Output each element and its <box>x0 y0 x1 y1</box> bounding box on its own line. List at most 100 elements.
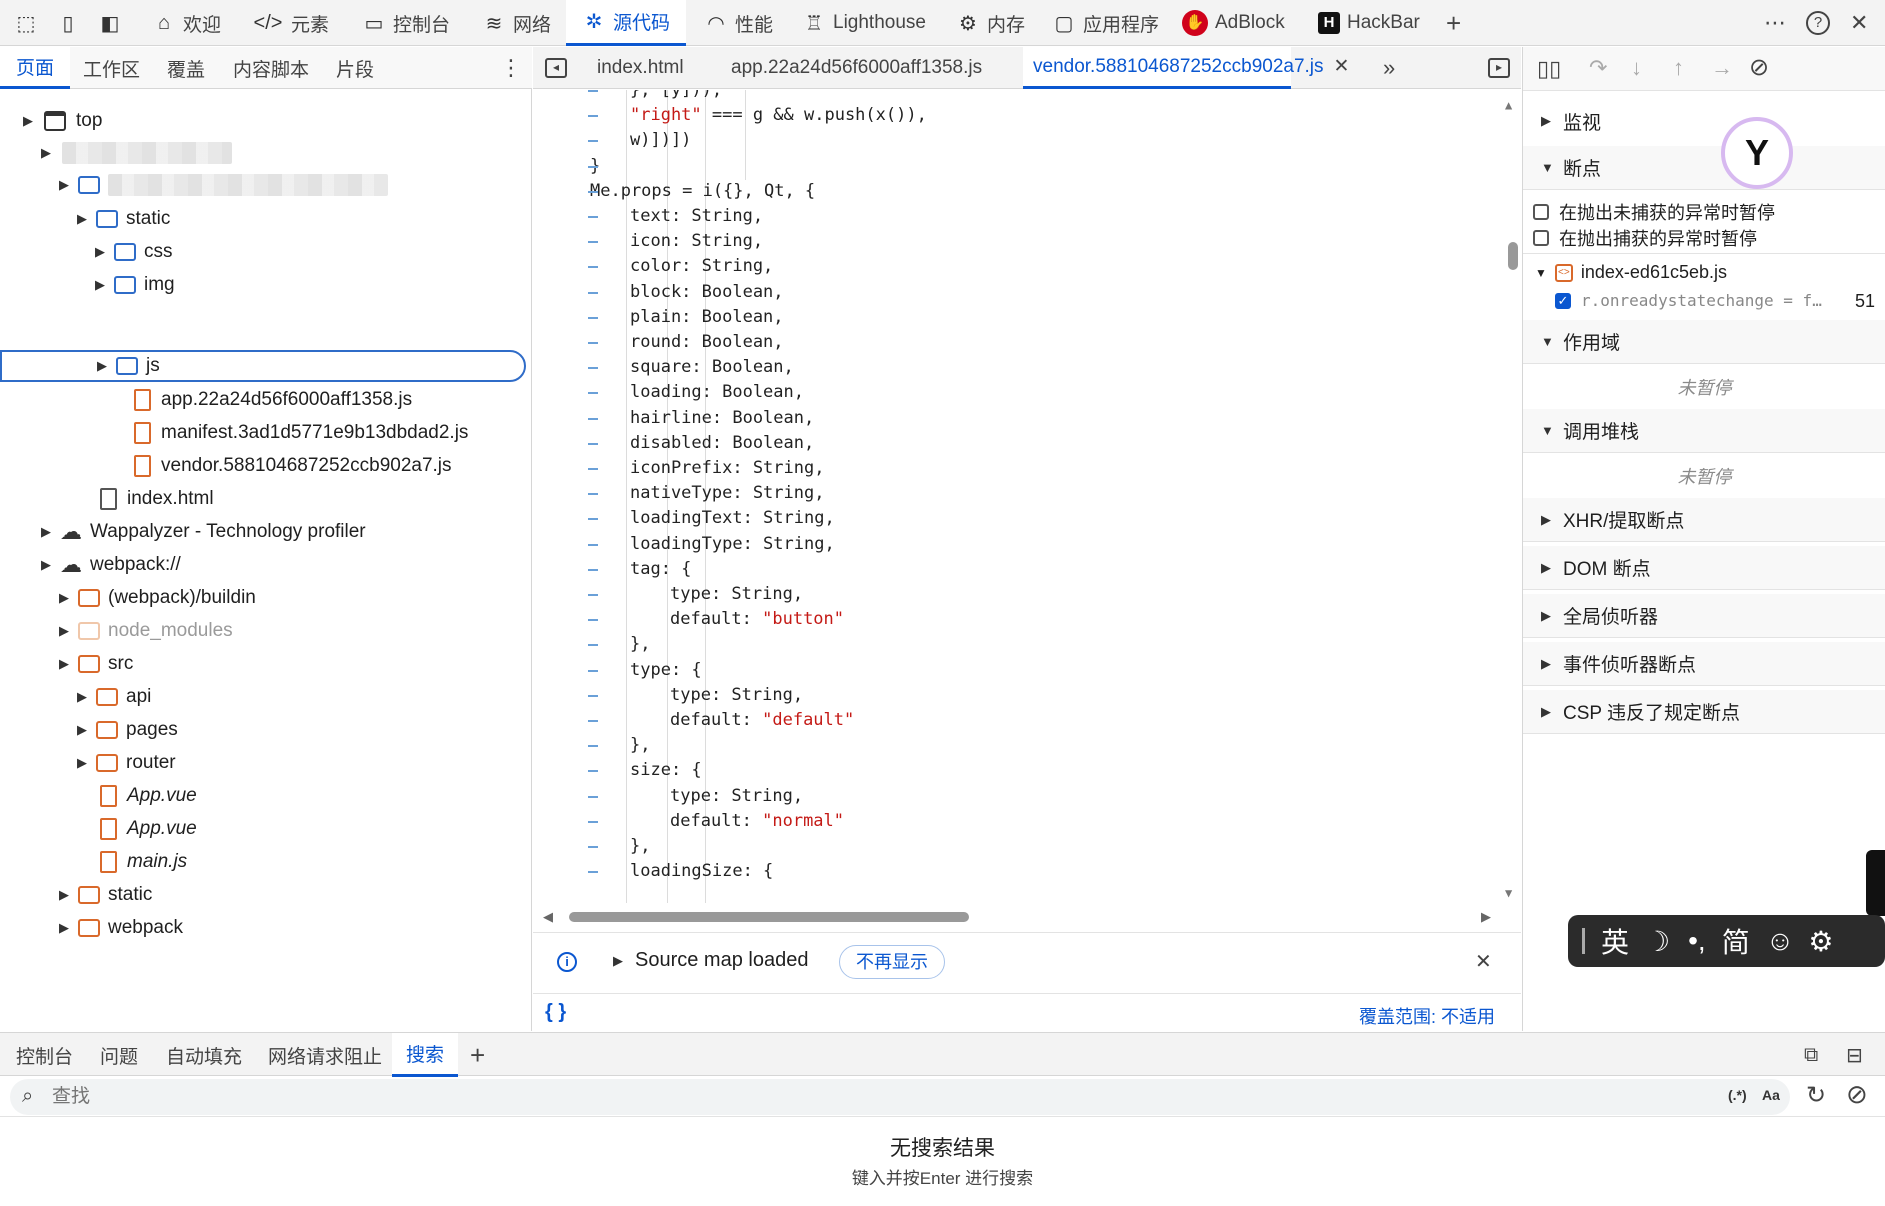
tab-search[interactable]: 搜索 <box>392 1033 459 1077</box>
section-xhr-breakpoints[interactable]: ▶XHR/提取断点 <box>1523 498 1885 542</box>
tab-workspace[interactable]: 工作区 <box>83 59 141 81</box>
tab-vendor-js[interactable]: vendor.588104687252ccb902a7.js✕ <box>1023 47 1349 89</box>
breakpoint-file[interactable]: ▼<>index-ed61c5eb.js <box>1535 262 1727 282</box>
tree-item-src[interactable]: ▶src <box>0 648 530 680</box>
tree-item-origin[interactable]: ▶ <box>0 137 530 169</box>
tree-item-main-js[interactable]: main.js <box>0 846 530 878</box>
tree-item-img[interactable]: ▶img <box>0 269 530 301</box>
customize-menu-button[interactable]: ⋯ <box>1764 0 1786 46</box>
code-line[interactable]: round: Boolean, <box>630 330 784 355</box>
dock-drawer-button[interactable]: ⧉ <box>1804 1033 1818 1077</box>
close-infobar-button[interactable]: ✕ <box>1475 949 1492 974</box>
step-into-icon[interactable]: ↓ <box>1631 55 1642 80</box>
code-line[interactable]: loading: Boolean, <box>630 380 804 405</box>
tree-item-folder[interactable]: ▶ <box>0 169 530 201</box>
help-button[interactable]: ? <box>1806 0 1830 46</box>
code-line[interactable]: default: "normal" <box>670 809 844 834</box>
tab-sources[interactable]: ✲源代码 <box>566 0 687 46</box>
tree-item-index-html[interactable]: index.html <box>0 483 530 515</box>
tree-item-webpack-folder[interactable]: ▶webpack <box>0 912 530 944</box>
tab-content-scripts[interactable]: 内容脚本 <box>233 59 310 81</box>
code-line[interactable]: }, <box>630 733 650 758</box>
tab-memory[interactable]: ⚙内存 <box>956 0 1025 46</box>
code-line[interactable]: }, <box>630 632 650 657</box>
tree-item-app-vue[interactable]: App.vue <box>0 780 530 812</box>
settings-icon[interactable]: ⚙ <box>1808 925 1834 957</box>
tab-page[interactable]: 页面 <box>0 47 71 89</box>
tab-lighthouse[interactable]: ♖Lighthouse <box>802 0 926 46</box>
tab-issues[interactable]: 问题 <box>100 1046 139 1068</box>
close-devtools-button[interactable]: ✕ <box>1850 0 1868 46</box>
section-breakpoints[interactable]: ▼断点 <box>1523 146 1885 190</box>
emoji-icon[interactable]: ☺ <box>1765 925 1795 956</box>
extension-logo[interactable]: Y <box>1721 117 1793 189</box>
code-line[interactable]: text: String, <box>630 204 763 229</box>
side-handle[interactable] <box>1866 850 1885 916</box>
tree-item-webpack[interactable]: ▶☁webpack:// <box>0 549 530 581</box>
toggle-navigator-button[interactable]: ◂ <box>545 47 567 89</box>
tree-item-static[interactable]: ▶static <box>0 879 530 911</box>
device-toolbar-button[interactable]: ▯ <box>56 0 80 46</box>
tab-overrides[interactable]: 覆盖 <box>167 59 206 81</box>
scrollbar-thumb[interactable] <box>569 912 969 922</box>
tree-item-node-modules[interactable]: ▶node_modules <box>0 615 530 647</box>
tree-item-pages[interactable]: ▶pages <box>0 714 530 746</box>
refresh-icon[interactable]: ↻ <box>1806 1082 1827 1109</box>
close-drawer-button[interactable]: ⊟ <box>1846 1033 1863 1077</box>
tree-item-router[interactable]: ▶router <box>0 747 530 779</box>
drag-handle[interactable] <box>1582 928 1585 954</box>
code-line[interactable]: square: Boolean, <box>630 355 794 380</box>
code-line[interactable]: loadingType: String, <box>630 532 835 557</box>
section-csp-breakpoints[interactable]: ▶CSP 违反了规定断点 <box>1523 690 1885 734</box>
vertical-scrollbar[interactable]: ▲ ▼ <box>1505 90 1521 903</box>
code-line[interactable]: type: { <box>630 658 702 683</box>
tab-console-drawer[interactable]: 控制台 <box>16 1046 74 1068</box>
tree-item-top[interactable]: ▶top <box>0 105 530 137</box>
tree-item-vendor-js[interactable]: vendor.588104687252ccb902a7.js <box>0 450 530 482</box>
more-tabs-button[interactable]: + <box>1446 0 1461 46</box>
pause-caught-option[interactable]: 在抛出捕获的异常时暂停 <box>1533 225 1757 251</box>
code-editor[interactable]: }, [y])),"right" === g && w.push(x()),w)… <box>533 90 1521 903</box>
deactivate-breakpoints-icon[interactable]: ⊘ <box>1749 54 1770 81</box>
tree-item-manifest-js[interactable]: manifest.3ad1d5771e9b13dbdad2.js <box>0 417 530 449</box>
step-out-icon[interactable]: ↑ <box>1673 55 1684 80</box>
section-dom-breakpoints[interactable]: ▶DOM 断点 <box>1523 546 1885 590</box>
checkbox[interactable] <box>1533 204 1549 220</box>
coverage-status[interactable]: 覆盖范围: 不适用 <box>1359 1007 1496 1027</box>
dock-button[interactable]: ◧ <box>98 0 122 46</box>
moon-icon[interactable]: ☽ <box>1645 925 1671 957</box>
more-editor-tabs-button[interactable]: » <box>1383 47 1395 89</box>
tab-app-js[interactable]: app.22a24d56f6000aff1358.js <box>731 57 983 78</box>
pause-uncaught-option[interactable]: 在抛出未捕获的异常时暂停 <box>1533 199 1775 225</box>
checkbox[interactable] <box>1533 230 1549 246</box>
code-line[interactable]: loadingSize: { <box>630 859 773 884</box>
tree-item-js[interactable]: ▶js <box>0 350 526 382</box>
breakpoint-entry[interactable]: ✓r.onreadystatechange = f… <box>1555 291 1822 310</box>
checkbox-checked[interactable]: ✓ <box>1555 292 1571 309</box>
tree-item-app-vue[interactable]: App.vue <box>0 813 530 845</box>
code-line[interactable]: type: String, <box>670 784 803 809</box>
code-line[interactable]: }, <box>630 834 650 859</box>
tab-network-request-blocking[interactable]: 网络请求阻止 <box>268 1046 383 1068</box>
inspect-element-button[interactable]: ⬚ <box>14 0 38 46</box>
tree-item-buildin[interactable]: ▶(webpack)/buildin <box>0 582 530 614</box>
code-line[interactable]: nativeType: String, <box>630 481 824 506</box>
code-line[interactable]: default: "button" <box>670 607 844 632</box>
code-line[interactable]: Me.props = i({}, Qt, { <box>590 179 815 204</box>
tab-snippets[interactable]: 片段 <box>336 59 375 81</box>
tab-console[interactable]: ▭控制台 <box>362 0 450 46</box>
horizontal-scrollbar[interactable]: ◀ ▶ <box>533 903 1521 931</box>
section-scope[interactable]: ▼作用域 <box>1523 320 1885 364</box>
code-line[interactable]: default: "default" <box>670 708 854 733</box>
tab-network[interactable]: ≋网络 <box>482 0 551 46</box>
code-line[interactable]: w)])]) <box>630 128 691 153</box>
tree-item-wappalyzer[interactable]: ▶☁Wappalyzer - Technology profiler <box>0 516 530 548</box>
tab-application[interactable]: ▢应用程序 <box>1052 0 1159 46</box>
code-line[interactable]: hairline: Boolean, <box>630 406 814 431</box>
tree-item-css[interactable]: ▶css <box>0 236 530 268</box>
code-line[interactable]: color: String, <box>630 254 773 279</box>
code-line[interactable]: size: { <box>630 758 702 783</box>
tree-item-static[interactable]: ▶static <box>0 203 530 235</box>
tree-item-api[interactable]: ▶api <box>0 681 530 713</box>
more-options-button[interactable]: ⋮ <box>500 47 522 89</box>
